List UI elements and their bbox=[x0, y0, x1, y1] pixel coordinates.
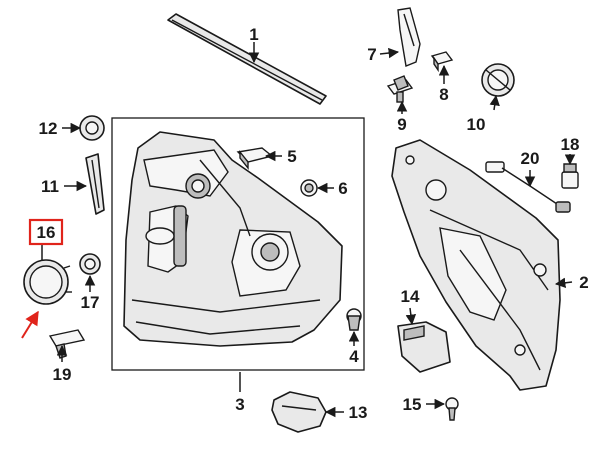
part-4-fastener bbox=[346, 308, 362, 331]
red-indicator-arrow bbox=[21, 310, 39, 339]
callout-10: 10 bbox=[467, 115, 486, 134]
callout-3: 3 bbox=[235, 395, 244, 414]
part-13-pull-cup bbox=[271, 391, 327, 433]
callout-11: 11 bbox=[41, 177, 59, 196]
callout-16-highlight bbox=[28, 218, 64, 246]
callout-19: 19 bbox=[53, 365, 72, 384]
part-6-push-pin bbox=[300, 179, 318, 197]
assembly-frame bbox=[111, 117, 365, 371]
callout-12: 12 bbox=[39, 119, 58, 138]
part-12-grommet bbox=[79, 115, 105, 141]
callout-7: 7 bbox=[367, 45, 376, 64]
part-14-switch-housing bbox=[397, 321, 451, 373]
callout-9: 9 bbox=[397, 115, 406, 134]
part-16-speaker-ring bbox=[23, 259, 72, 305]
part-8-clip bbox=[430, 51, 454, 73]
part-20-cable bbox=[485, 161, 571, 213]
part-19-bracket-clip bbox=[48, 329, 86, 359]
part-1-weatherstrip bbox=[167, 13, 327, 105]
part-2-door-carrier bbox=[391, 139, 561, 391]
callout-1: 1 bbox=[249, 25, 258, 44]
callout-5: 5 bbox=[287, 147, 296, 166]
callout-14: 14 bbox=[401, 287, 420, 306]
callout-labels: 1 2 3 4 5 6 7 8 9 10 11 12 13 14 15 16 1… bbox=[37, 25, 589, 422]
callout-13: 13 bbox=[349, 403, 368, 422]
part-5-clip bbox=[236, 147, 274, 170]
part-9-rivet-clip bbox=[386, 75, 414, 103]
part-7-bracket bbox=[397, 7, 421, 67]
callout-16: 16 bbox=[37, 223, 56, 242]
part-18-connector bbox=[561, 163, 579, 189]
part-10-speaker-ring bbox=[481, 63, 515, 97]
callout-8: 8 bbox=[439, 85, 448, 104]
part-3-door-trim-panel bbox=[123, 131, 343, 347]
part-11-strip bbox=[85, 153, 105, 215]
callout-15: 15 bbox=[403, 395, 422, 414]
callout-17: 17 bbox=[81, 293, 100, 312]
callout-4: 4 bbox=[349, 347, 359, 366]
callout-2: 2 bbox=[579, 273, 588, 292]
callout-6: 6 bbox=[338, 179, 347, 198]
part-15-screw bbox=[445, 397, 459, 421]
callout-20: 20 bbox=[521, 149, 540, 168]
callout-18: 18 bbox=[561, 135, 580, 154]
leader-lines bbox=[41, 42, 576, 418]
part-17-grommet bbox=[79, 253, 101, 275]
